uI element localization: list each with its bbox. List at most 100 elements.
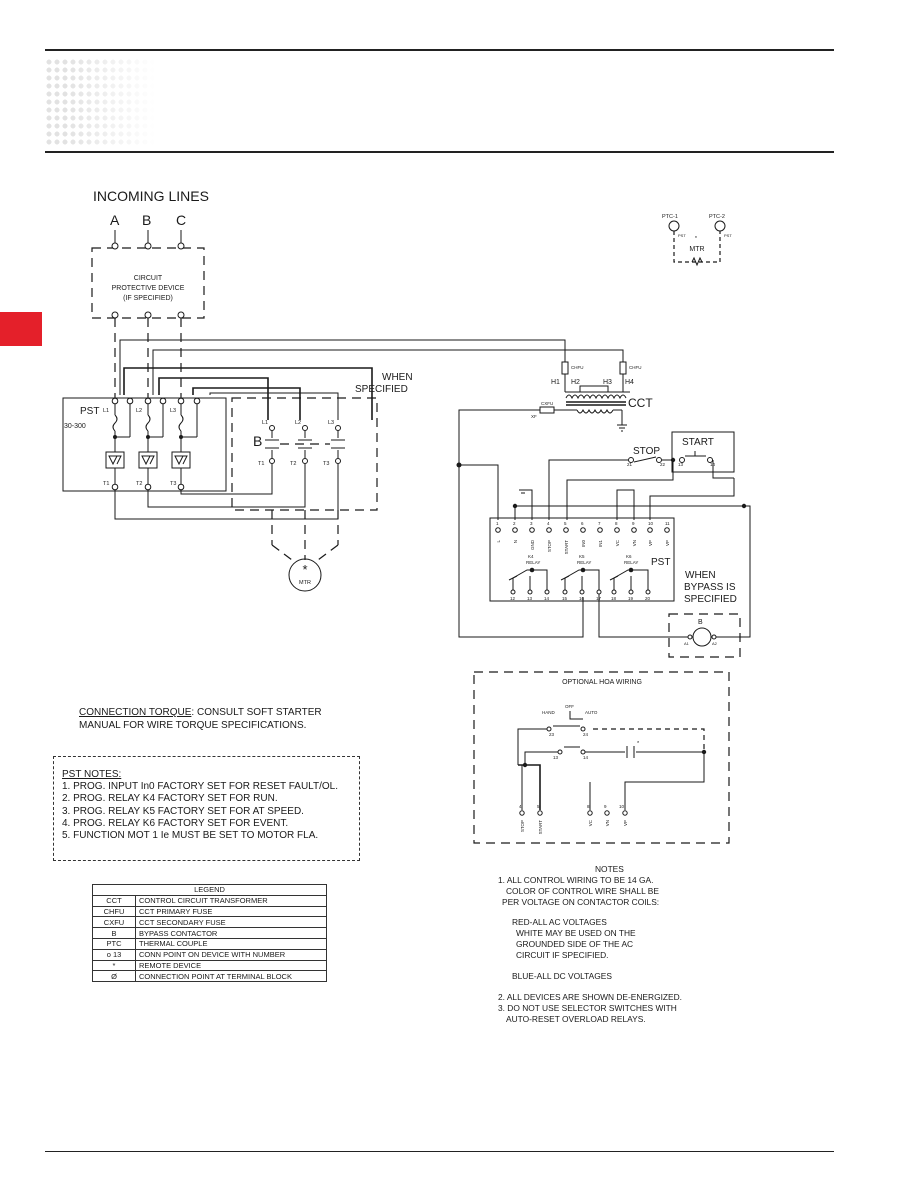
ptc2-sub: PST (724, 233, 732, 238)
svg-text:CXFU: CXFU (541, 401, 553, 406)
svg-text:K4: K4 (528, 554, 534, 559)
note-line: 1. ALL CONTROL WIRING TO BE 14 GA. (498, 875, 654, 885)
svg-text:7: 7 (598, 521, 601, 526)
svg-text:K6: K6 (626, 554, 632, 559)
svg-text:IN0: IN0 (581, 540, 586, 548)
svg-text:9: 9 (604, 804, 607, 809)
svg-text:24: 24 (583, 732, 589, 737)
chfu-left-fuse (561, 361, 569, 375)
general-notes: NOTES 1. ALL CONTROL WIRING TO BE 14 GA.… (498, 864, 758, 1025)
svg-text:A2: A2 (712, 641, 718, 646)
breaker-label-2: PROTECTIVE DEVICE (112, 285, 185, 292)
pst-range: 30-300 (64, 423, 86, 430)
wire-to-chfu-left (119, 339, 566, 395)
pst-phase-columns (105, 397, 201, 491)
bypass-wire-l1-loop (123, 367, 373, 420)
notes-title: NOTES (595, 864, 624, 874)
ptc-star: * (695, 236, 698, 242)
svg-text:5: 5 (537, 804, 540, 809)
pst-control-label: PST (651, 557, 670, 568)
pst-power-box (62, 397, 227, 492)
stop-label: STOP (633, 446, 660, 457)
svg-text:3: 3 (530, 521, 533, 526)
svg-text:RELAY: RELAY (624, 560, 638, 565)
chfu-right-fuse (619, 361, 627, 375)
pst-terminal-strip: 1 2 3 4 5 6 7 8 9 10 11 L N GND STOP STA… (495, 521, 670, 555)
svg-text:H3: H3 (603, 379, 612, 386)
bypass-input-l2: L2 (295, 420, 301, 426)
svg-text:4: 4 (547, 521, 550, 526)
svg-text:L: L (496, 540, 501, 543)
svg-text:XF: XF (531, 414, 537, 419)
svg-text:13: 13 (553, 755, 559, 760)
connection-torque-text: : CONSULT SOFT STARTER MANUAL FOR WIRE T… (79, 707, 322, 731)
svg-text:STOP: STOP (520, 820, 525, 832)
note-line: AUTO-RESET OVERLOAD RELAYS. (506, 1014, 646, 1024)
line-b-label: B (142, 212, 151, 228)
when-bypass-3: SPECIFIED (684, 594, 737, 605)
svg-text:1: 1 (496, 521, 499, 526)
when-bypass-1: WHEN (685, 570, 716, 581)
svg-text:18: 18 (611, 596, 617, 601)
svg-text:VP: VP (623, 820, 628, 826)
cct-primary-coil (565, 394, 627, 400)
cct-secondary-coil (576, 408, 614, 414)
pst-input-l1: L1 (103, 408, 109, 414)
svg-text:B: B (698, 619, 703, 626)
line-a-label: A (110, 212, 120, 228)
breaker-label-1: CIRCUIT (134, 275, 163, 282)
svg-text:16: 16 (579, 596, 585, 601)
pst-note-1: 1. PROG. INPUT In0 FACTORY SET FOR RESET… (62, 781, 339, 793)
svg-text:VN: VN (605, 820, 610, 826)
hoa-title: OPTIONAL HOA WIRING (562, 679, 642, 686)
section-tab-marker (0, 312, 42, 346)
ptc1-terminal (668, 220, 680, 232)
svg-text:H4: H4 (625, 379, 634, 386)
svg-text:AUTO: AUTO (585, 710, 598, 715)
svg-text:10: 10 (619, 804, 625, 809)
svg-text:A1: A1 (684, 641, 690, 646)
svg-text:14: 14 (583, 755, 589, 760)
note-line: BLUE-ALL DC VOLTAGES (512, 971, 612, 981)
svg-text:H1: H1 (551, 379, 560, 386)
legend-title: LEGEND (92, 884, 327, 896)
svg-text:VP: VP (648, 540, 653, 546)
incoming-lines-title: INCOMING LINES (93, 188, 209, 204)
incoming-line-wires (114, 230, 182, 243)
svg-text:13: 13 (678, 462, 684, 467)
bypass-input-l3: L3 (328, 420, 334, 426)
hoa-box (473, 671, 730, 844)
svg-text:23: 23 (549, 732, 555, 737)
pst-notes-box (53, 756, 360, 861)
header-bottom-rule (45, 151, 834, 153)
svg-text:CHFU: CHFU (629, 365, 642, 370)
start-button-box (671, 431, 735, 473)
svg-text:13: 13 (527, 596, 533, 601)
footer-rule (45, 1151, 834, 1152)
hoa-bottom-terminals: 4 5 8 9 10 STOP START VC VN VP (519, 804, 628, 834)
pst-output-t2: T2 (136, 481, 142, 487)
bypass-output-t1: T1 (258, 461, 264, 467)
pst-output-t3: T3 (170, 481, 176, 487)
when-specified-1: WHEN (382, 372, 413, 383)
svg-text:START: START (564, 540, 569, 555)
svg-text:GND: GND (530, 539, 535, 550)
svg-text:N: N (513, 540, 518, 543)
svg-text:K5: K5 (579, 554, 585, 559)
svg-text:RELAY: RELAY (577, 560, 591, 565)
pst-label: PST (80, 406, 99, 417)
svg-text:OFF: OFF (565, 704, 574, 709)
relay-contacts (508, 567, 651, 595)
wire-to-chfu-right (152, 349, 624, 395)
cxfu-fuse (539, 406, 555, 414)
pst-note-5: 5. FUNCTION MOT 1 Ie MUST BE SET TO MOTO… (62, 830, 319, 842)
svg-text:12: 12 (510, 596, 516, 601)
ptc1-label: PTC-1 (662, 214, 678, 220)
connection-torque-note: CONNECTION TORQUE: CONSULT SOFT STARTER … (79, 706, 339, 732)
svg-text:9: 9 (632, 521, 635, 526)
